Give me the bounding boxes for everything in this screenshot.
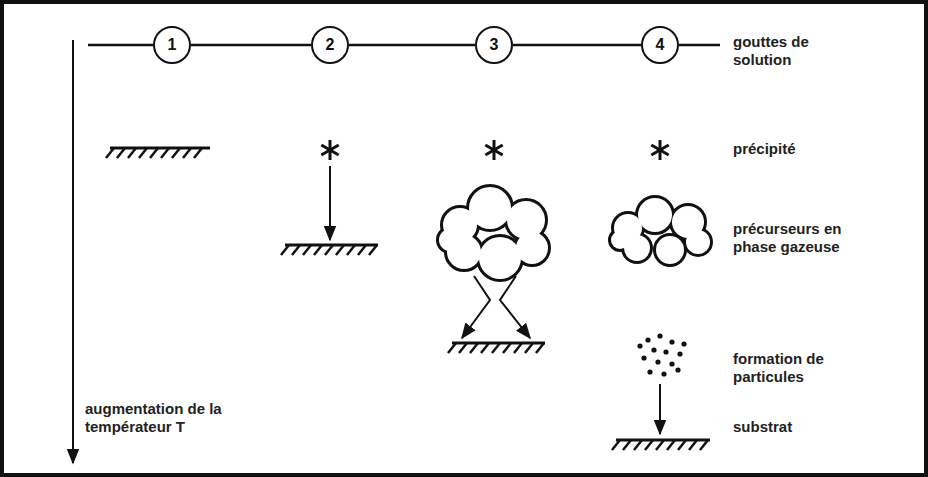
substrate-hatch: [492, 343, 500, 353]
substrate-hatch: [172, 148, 180, 158]
deposition-arrow: [462, 276, 490, 338]
particle-dot: [663, 349, 668, 354]
droplet-line: [191, 44, 311, 47]
droplet-line: [513, 44, 641, 47]
annotation-label: augmentation de la températeur T: [85, 400, 295, 436]
substrate-hatch: [303, 245, 311, 255]
particle-dot: [637, 343, 642, 348]
annotation-label: précipité: [733, 140, 853, 158]
substrate-hatch: [689, 440, 697, 450]
substrate-hatch: [623, 440, 631, 450]
substrate-hatch: [645, 440, 653, 450]
substrate-hatch: [106, 148, 114, 158]
particle-dot: [677, 351, 682, 356]
substrate-hatch: [700, 440, 708, 450]
annotation-label: précurseurs en phase gazeuse: [733, 220, 863, 256]
substrate-hatch: [459, 343, 467, 353]
substrate-hatch: [612, 440, 620, 450]
substrate-hatch: [183, 148, 191, 158]
gas-cloud: [610, 197, 711, 265]
particle-dot: [655, 359, 660, 364]
substrate-hatch: [470, 343, 478, 353]
gas-cloud: [438, 186, 549, 280]
annotation-label: formation de particules: [733, 350, 858, 386]
substrate-hatch: [325, 245, 333, 255]
annotation-label: substrat: [733, 418, 853, 436]
precipitate-symbol: [485, 145, 502, 155]
particle-dot: [669, 361, 674, 366]
process-circle: 1: [153, 26, 191, 64]
substrate-hatch: [656, 440, 664, 450]
substrate-hatch: [369, 245, 377, 255]
substrate-hatch: [292, 245, 300, 255]
circle-number: 1: [168, 37, 177, 53]
process-circle: 4: [641, 26, 679, 64]
substrate-hatch: [514, 343, 522, 353]
particle-dot: [647, 369, 652, 374]
circle-number: 4: [656, 37, 665, 53]
deposition-arrow: [659, 384, 661, 434]
droplet-line: [88, 44, 153, 47]
deposition-arrow: [500, 276, 530, 338]
deposition-arrow: [329, 166, 331, 240]
substrate-hatch: [481, 343, 489, 353]
circle-number: 3: [490, 37, 499, 53]
precipitate-symbol: [651, 145, 668, 155]
substrate-hatch: [503, 343, 511, 353]
substrate-hatch: [667, 440, 675, 450]
particle-dot: [645, 337, 650, 342]
particle-dot: [681, 341, 686, 346]
substrate-hatch: [536, 343, 544, 353]
circle-number: 2: [326, 37, 335, 53]
substrate-hatch: [525, 343, 533, 353]
substrate-hatch: [150, 148, 158, 158]
precipitate-symbol: [321, 145, 338, 155]
particle-dot: [669, 339, 674, 344]
precipitate-symbol: [485, 145, 502, 155]
process-circle: 3: [475, 26, 513, 64]
substrate-hatch: [139, 148, 147, 158]
precipitate-symbol: [321, 145, 338, 155]
droplet-line: [679, 44, 720, 47]
precipitate-symbol: [651, 145, 668, 155]
annotation-label: gouttes de solution: [733, 33, 833, 69]
substrate-hatch: [194, 148, 202, 158]
particle-dot: [675, 367, 680, 372]
substrate-hatch: [161, 148, 169, 158]
particle-dot: [661, 371, 666, 376]
substrate-hatch: [678, 440, 686, 450]
particle-dot: [651, 347, 656, 352]
temperature-arrow: [72, 40, 74, 463]
particle-dot: [641, 355, 646, 360]
droplet-line: [349, 44, 475, 47]
substrate-hatch: [336, 245, 344, 255]
particle-dot: [657, 333, 662, 338]
substrate-hatch: [358, 245, 366, 255]
process-circle: 2: [311, 26, 349, 64]
substrate-hatch: [634, 440, 642, 450]
substrate-hatch: [347, 245, 355, 255]
substrate-hatch: [128, 148, 136, 158]
substrate-hatch: [281, 245, 289, 255]
substrate-hatch: [448, 343, 456, 353]
substrate-hatch: [314, 245, 322, 255]
substrate-hatch: [117, 148, 125, 158]
